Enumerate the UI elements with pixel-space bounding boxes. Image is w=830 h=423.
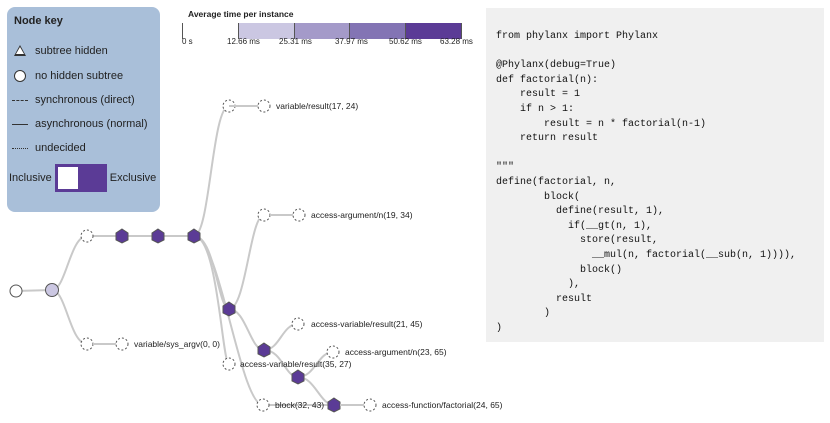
scale-segment — [294, 23, 351, 39]
node-label: access-variable/result(21, 45) — [311, 319, 423, 329]
code-line: ) — [496, 308, 551, 320]
tree-node[interactable] — [115, 228, 129, 244]
inclusive-label: Inclusive — [9, 172, 52, 184]
scale-segment — [406, 23, 462, 39]
node-key-title: Node key — [14, 15, 63, 27]
key-label: undecided — [35, 142, 86, 154]
scale-tick: 50.62 ms — [389, 37, 422, 46]
tree-node[interactable] — [292, 208, 306, 222]
tree-node[interactable] — [257, 99, 271, 113]
tree-edge — [228, 308, 265, 351]
code-line — [496, 147, 824, 162]
code-line: block( — [496, 191, 581, 203]
tree-labels: variable/result(17, 24) access-argument/… — [134, 101, 503, 410]
key-subtree-hidden: subtree hidden — [11, 44, 108, 58]
code-line: if n > 1: — [496, 103, 575, 115]
color-scale: Average time per instance 0 s 12.66 ms 2… — [182, 9, 473, 49]
code-line: result — [496, 293, 593, 305]
tree-node[interactable] — [256, 398, 270, 412]
code-line: def factorial(n): — [496, 74, 599, 86]
inclusive-exclusive-key: Inclusive Exclusive — [9, 164, 156, 192]
node-label: block(32, 43) — [275, 400, 324, 410]
tree-node[interactable] — [151, 228, 165, 244]
key-undecided: undecided — [11, 141, 86, 155]
execution-tree: variable/result(17, 24) access-argument/… — [9, 99, 503, 413]
code-line: return result — [496, 133, 599, 145]
tree-node[interactable] — [327, 397, 341, 413]
scale-segment — [182, 23, 239, 39]
code-line: define(result, 1), — [496, 206, 665, 218]
node-label: access-function/factorial(24, 65) — [382, 400, 503, 410]
scale-tick: 63.28 ms — [440, 37, 473, 46]
node-key-legend: Node key subtree hidden no hidden subtre… — [7, 7, 160, 212]
tree-node[interactable] — [45, 283, 59, 297]
code-line — [496, 45, 824, 60]
key-label: subtree hidden — [35, 45, 108, 57]
key-label: no hidden subtree — [35, 70, 124, 82]
node-label: access-argument/n(23, 65) — [345, 347, 447, 357]
tree-edge — [193, 105, 230, 237]
solid-line-icon — [11, 117, 31, 131]
dotted-line-icon — [11, 141, 31, 155]
tree-edge — [228, 214, 265, 310]
tree-node[interactable] — [363, 398, 377, 412]
code-line: @Phylanx(debug=True) — [496, 60, 617, 72]
key-no-hidden-subtree: no hidden subtree — [11, 69, 123, 83]
code-line: if(__gt(n, 1), — [496, 220, 653, 232]
code-line: ), — [496, 279, 581, 291]
code-line: store(result, — [496, 235, 659, 247]
key-label: asynchronous (normal) — [35, 118, 148, 130]
triangle-icon — [11, 44, 31, 58]
scale-tick: 25.31 ms — [279, 37, 312, 46]
node-label: variable/sys_argv(0, 0) — [134, 339, 220, 349]
tree-node[interactable] — [257, 208, 271, 222]
color-scale-bar — [182, 23, 462, 39]
scale-segment — [350, 23, 407, 39]
tree-node[interactable] — [257, 342, 271, 358]
key-label: synchronous (direct) — [35, 94, 135, 106]
scale-tick: 0 s — [182, 37, 193, 46]
code-line: result = n * factorial(n-1) — [496, 118, 707, 130]
code-panel: from phylanx import Phylanx @Phylanx(deb… — [486, 8, 824, 342]
tree-node[interactable] — [115, 337, 129, 351]
tree-node[interactable] — [187, 228, 201, 244]
key-asynchronous: asynchronous (normal) — [11, 117, 148, 131]
tree-node[interactable] — [80, 229, 94, 243]
scale-tick: 37.97 ms — [335, 37, 368, 46]
tree-node[interactable] — [80, 337, 94, 351]
node-label: access-variable/result(35, 27) — [240, 359, 352, 369]
code-line: __mul(n, factorial(__sub(n, 1)))), — [496, 249, 797, 261]
code-line: ) — [496, 322, 503, 334]
key-synchronous: synchronous (direct) — [11, 93, 135, 107]
code-line: """ — [496, 162, 515, 174]
scale-segment — [238, 23, 295, 39]
tree-edge — [193, 235, 264, 406]
tree-nodes[interactable] — [9, 99, 377, 413]
code-line: from phylanx import Phylanx — [496, 31, 659, 42]
tree-node[interactable] — [291, 369, 305, 385]
tree-node[interactable] — [222, 357, 236, 371]
code-line: block() — [496, 264, 623, 276]
node-label: access-argument/n(19, 34) — [311, 210, 413, 220]
exclusive-label: Exclusive — [109, 172, 157, 184]
tree-node[interactable] — [222, 301, 236, 317]
code-line: define(factorial, n, — [496, 176, 617, 188]
inclusive-exclusive-swatch — [54, 164, 107, 192]
dashed-line-icon — [11, 93, 31, 107]
tree-edge — [51, 235, 88, 291]
tree-edge — [51, 289, 88, 345]
color-scale-title: Average time per instance — [188, 9, 294, 19]
circle-icon — [11, 69, 31, 83]
tree-node-root[interactable] — [9, 284, 23, 298]
tree-node[interactable] — [326, 345, 340, 359]
tree-node[interactable] — [291, 317, 305, 331]
scale-tick: 12.66 ms — [227, 37, 260, 46]
node-label: variable/result(17, 24) — [276, 101, 358, 111]
code-line: result = 1 — [496, 89, 581, 101]
